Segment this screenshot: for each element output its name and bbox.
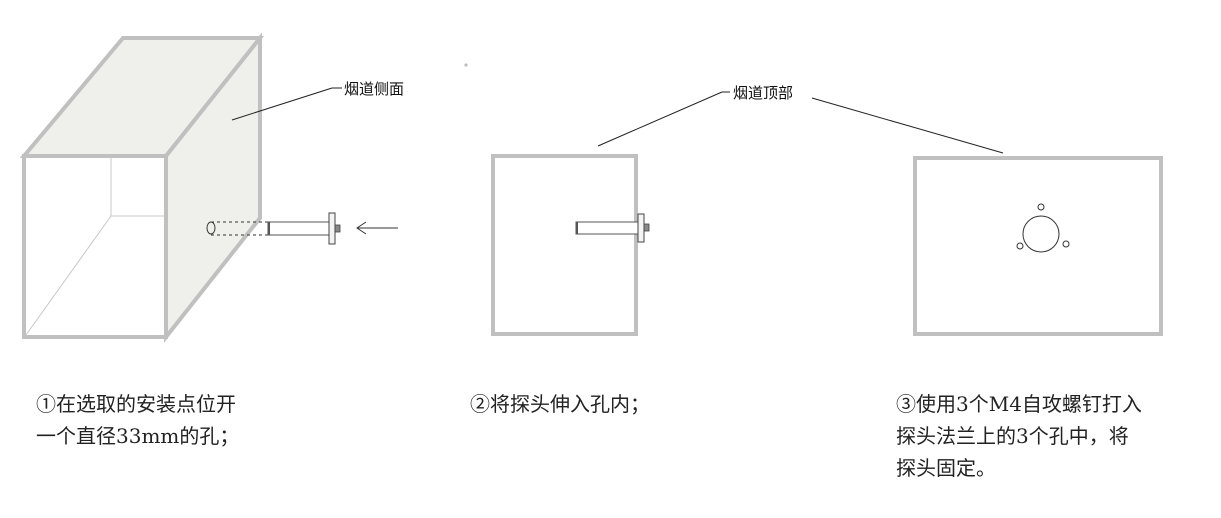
callout-leader-side bbox=[231, 87, 333, 121]
step-3-text: ③使用3个M4自攻螺钉打入 探头法兰上的3个孔中，将 探头固定。 bbox=[896, 388, 1142, 484]
probe bbox=[575, 213, 650, 243]
duct-inner-edge bbox=[25, 215, 112, 336]
screw-hole bbox=[1062, 240, 1070, 248]
callout-duct-top: 烟道顶部 bbox=[597, 84, 1004, 154]
step-2-line-1: ②将探头伸入孔内； bbox=[470, 392, 650, 416]
step-2-text: ②将探头伸入孔内； bbox=[470, 388, 650, 420]
flange-panel bbox=[913, 156, 1163, 336]
duct-top-panel bbox=[491, 154, 650, 336]
step-3-line-2: 探头法兰上的3个孔中，将 bbox=[896, 424, 1129, 448]
label-duct-top: 烟道顶部 bbox=[733, 84, 793, 102]
duct-front-face bbox=[22, 154, 168, 339]
screw-hole bbox=[1016, 242, 1024, 250]
step-3-line-3: 探头固定。 bbox=[896, 456, 996, 480]
step-3-line-1: ③使用3个M4自攻螺钉打入 bbox=[896, 392, 1142, 416]
probe-hole-circle bbox=[1022, 215, 1060, 253]
probe bbox=[267, 212, 341, 245]
flange-panel-outline bbox=[913, 156, 1163, 336]
step-1-line-1: ①在选取的安装点位开 bbox=[36, 392, 236, 416]
insert-arrow bbox=[356, 221, 398, 235]
duct-top-outline bbox=[491, 154, 638, 336]
label-duct-side: 烟道侧面 bbox=[344, 80, 404, 98]
step-1-text: ①在选取的安装点位开 一个直径33mm的孔； bbox=[36, 388, 239, 452]
duct-3d-panel: 烟道侧面 bbox=[19, 32, 404, 343]
step-1-line-2: 一个直径33mm的孔； bbox=[36, 424, 240, 448]
screw-hole bbox=[1037, 203, 1045, 211]
stray-dot bbox=[464, 63, 468, 67]
